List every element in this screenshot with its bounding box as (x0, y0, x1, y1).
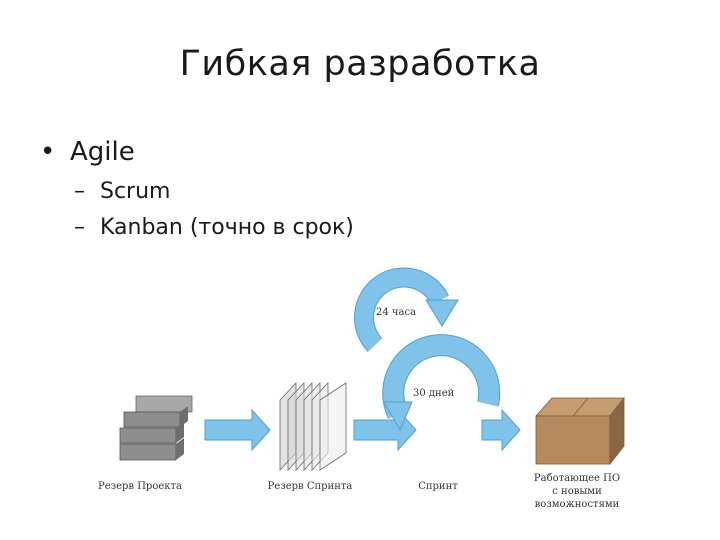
caption-increment-line1: Работающее ПО (534, 473, 620, 484)
bullet-list: • Agile – Scrum – Kanban (точно в срок) (40, 134, 354, 246)
sprint-cycle-label: 30 дней (413, 388, 455, 399)
subbullet-text: Scrum (100, 179, 171, 204)
flow-arrow-to-sprint-backlog (204, 408, 271, 452)
caption-product-backlog: Резерв Проекта (98, 481, 182, 492)
bullet-agile: • Agile (40, 134, 354, 174)
daily-cycle-arrow: 24 часа (354, 267, 459, 352)
caption-increment-line2: с новыми (552, 486, 602, 497)
subbullet-text: Kanban (точно в срок) (100, 215, 354, 240)
bullet-marker: • (40, 137, 56, 167)
subbullet-marker: – (74, 179, 85, 204)
subbullet-marker: – (74, 215, 85, 240)
stack-block (119, 422, 184, 444)
caption-sprint-backlog: Резерв Спринта (268, 481, 353, 492)
stack-block (123, 406, 188, 428)
caption-increment-line3: возможностями (535, 499, 620, 510)
slide-title: Гибкая разработка (179, 44, 541, 84)
sprint-backlog-sheets (279, 381, 347, 472)
subbullet-scrum: – Scrum (40, 174, 354, 210)
flow-arrow-to-sprint (353, 408, 417, 452)
product-increment-box (535, 396, 625, 466)
daily-cycle-label: 24 часа (376, 307, 416, 318)
product-backlog-stack (119, 395, 193, 461)
sprint-cycle-arrow: 30 дней (382, 334, 501, 432)
caption-sprint: Спринт (418, 481, 458, 492)
flow-arrow-to-increment (481, 408, 521, 452)
subbullet-kanban: – Kanban (точно в срок) (40, 210, 354, 246)
bullet-text: Agile (70, 137, 135, 167)
stack-block (119, 438, 184, 461)
